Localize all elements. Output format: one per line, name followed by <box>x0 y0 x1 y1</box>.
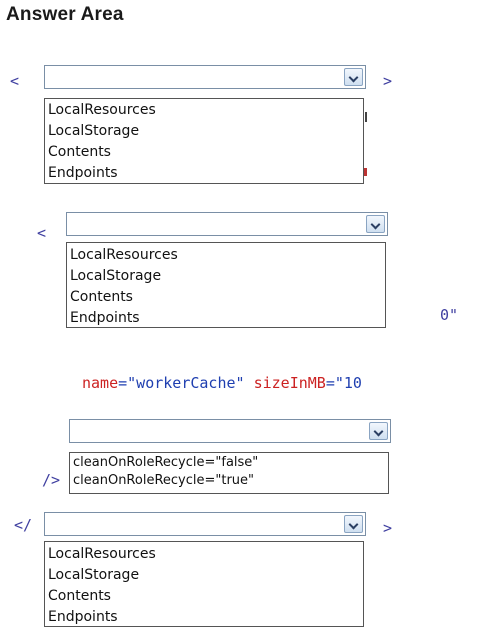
option-localresources[interactable]: LocalResources <box>48 102 156 118</box>
dropdown-4-options: LocalResources LocalStorage Contents End… <box>44 541 364 627</box>
chevron-down-icon[interactable] <box>369 422 388 440</box>
name-value: "workerCache" <box>127 374 245 392</box>
option-contents[interactable]: Contents <box>48 144 111 160</box>
background-fragment <box>364 168 367 176</box>
name-attribute: name <box>82 374 119 392</box>
equals-sign: = <box>118 374 128 392</box>
option-clean-true[interactable]: cleanOnRoleRecycle="true" <box>73 473 255 488</box>
option-contents[interactable]: Contents <box>48 588 111 604</box>
chevron-down-icon[interactable] <box>344 515 363 533</box>
dropdown-1-options: LocalResources LocalStorage Contents End… <box>44 98 364 184</box>
close-bracket-1: > <box>383 72 393 90</box>
open-bracket-1: < <box>10 72 20 90</box>
option-clean-false[interactable]: cleanOnRoleRecycle="false" <box>73 455 259 470</box>
dropdown-3-options: cleanOnRoleRecycle="false" cleanOnRoleRe… <box>69 452 389 494</box>
dropdown-3[interactable] <box>69 419 391 443</box>
partial-value-text: 0" <box>440 306 459 324</box>
dropdown-2-options: LocalResources LocalStorage Contents End… <box>66 242 386 328</box>
answer-area-heading: Answer Area <box>6 4 124 25</box>
option-endpoints[interactable]: Endpoints <box>48 609 118 625</box>
option-endpoints[interactable]: Endpoints <box>70 310 140 326</box>
chevron-down-icon[interactable] <box>366 215 385 233</box>
open-bracket-2: < <box>37 224 47 242</box>
option-localstorage[interactable]: LocalStorage <box>48 567 140 583</box>
local-storage-attributes: name="workerCache" sizeInMB="10 <box>82 374 362 392</box>
option-localresources[interactable]: LocalResources <box>48 546 156 562</box>
chevron-down-icon[interactable] <box>344 68 363 86</box>
size-value: "10 <box>334 374 362 392</box>
option-localstorage[interactable]: LocalStorage <box>70 268 162 284</box>
option-endpoints[interactable]: Endpoints <box>48 165 118 181</box>
option-localstorage[interactable]: LocalStorage <box>48 123 140 139</box>
option-localresources[interactable]: LocalResources <box>70 247 178 263</box>
size-attribute: sizeInMB <box>253 374 326 392</box>
close-bracket-4: > <box>383 519 393 537</box>
dropdown-2[interactable] <box>66 212 388 236</box>
equals-sign: = <box>325 374 335 392</box>
dropdown-1[interactable] <box>44 65 366 89</box>
self-close-tag: /> <box>42 471 61 489</box>
background-fragment <box>365 112 367 122</box>
dropdown-4[interactable] <box>44 512 366 536</box>
option-contents[interactable]: Contents <box>70 289 133 305</box>
close-tag-open: </ <box>14 516 33 534</box>
